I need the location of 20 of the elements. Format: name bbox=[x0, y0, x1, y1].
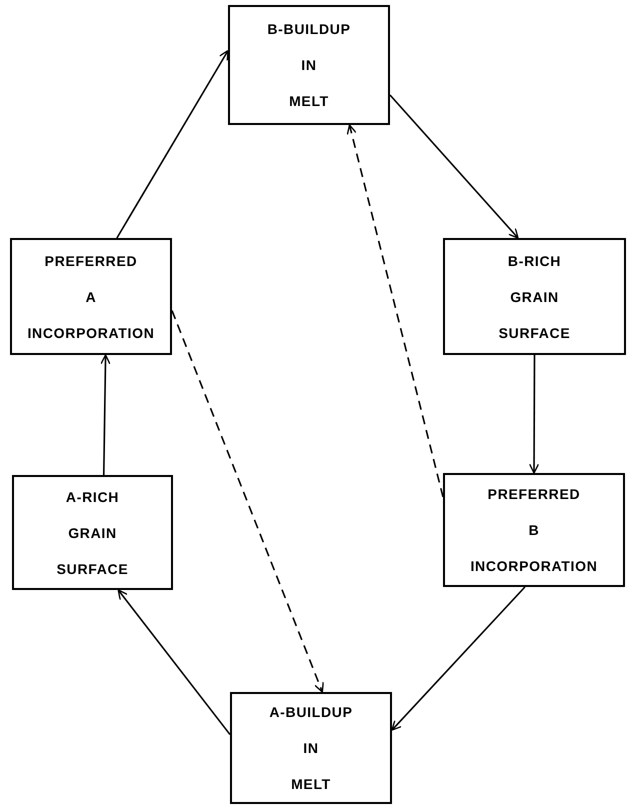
process-box bbox=[12, 475, 173, 590]
arrow bbox=[116, 50, 229, 238]
process-box bbox=[230, 692, 392, 804]
arrow bbox=[391, 586, 526, 731]
box-label: A-BUILDUP IN MELT bbox=[268, 703, 354, 794]
box-label: A-RICH GRAIN SURFACE bbox=[56, 488, 130, 578]
box-label: PREFERRED A INCORPORATION bbox=[26, 252, 156, 342]
arrow bbox=[100, 354, 111, 476]
arrow bbox=[528, 355, 540, 474]
process-box bbox=[443, 473, 625, 587]
process-box bbox=[228, 5, 390, 125]
box-label: B-BUILDUP IN MELT bbox=[266, 20, 352, 111]
box-label: B-RICH GRAIN SURFACE bbox=[498, 252, 572, 342]
box-label: PREFERRED B INCORPORATION bbox=[469, 485, 599, 576]
arrow bbox=[389, 94, 519, 239]
dashed-arrow bbox=[346, 124, 444, 498]
process-box bbox=[443, 238, 626, 355]
arrow bbox=[118, 589, 231, 736]
dashed-arrow bbox=[171, 310, 324, 693]
process-box bbox=[10, 238, 172, 355]
